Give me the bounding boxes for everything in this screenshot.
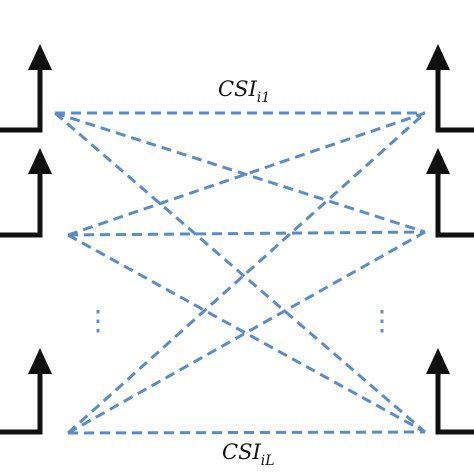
bottom-csi-label-subscript: iL xyxy=(261,453,275,469)
top-csi-label: CSIi1 xyxy=(218,77,270,106)
csi-links xyxy=(54,111,427,435)
left-antenna-3-icon xyxy=(0,348,52,435)
right-ellipsis: ⋮ xyxy=(368,304,396,337)
link-2-3 xyxy=(67,233,426,434)
right-antennas xyxy=(426,44,474,435)
left-antenna-1-icon xyxy=(0,44,52,133)
top-csi-label-main: CSI xyxy=(218,77,257,101)
link-3-2 xyxy=(67,230,426,435)
left-antennas xyxy=(0,44,52,435)
link-1-3 xyxy=(54,111,426,434)
bottom-csi-label: CSIiL xyxy=(222,440,275,469)
link-3-3 xyxy=(67,430,426,435)
left-ellipsis: ⋮ xyxy=(84,304,112,337)
link-2-2 xyxy=(67,230,426,237)
bottom-csi-label-main: CSI xyxy=(222,440,261,464)
right-antenna-1-icon xyxy=(426,44,474,133)
top-csi-label-subscript: i1 xyxy=(257,90,270,106)
link-1-2 xyxy=(54,111,426,234)
right-antenna-2-icon xyxy=(426,148,474,238)
right-antenna-3-icon xyxy=(426,348,474,435)
left-antenna-2-icon xyxy=(0,148,52,238)
